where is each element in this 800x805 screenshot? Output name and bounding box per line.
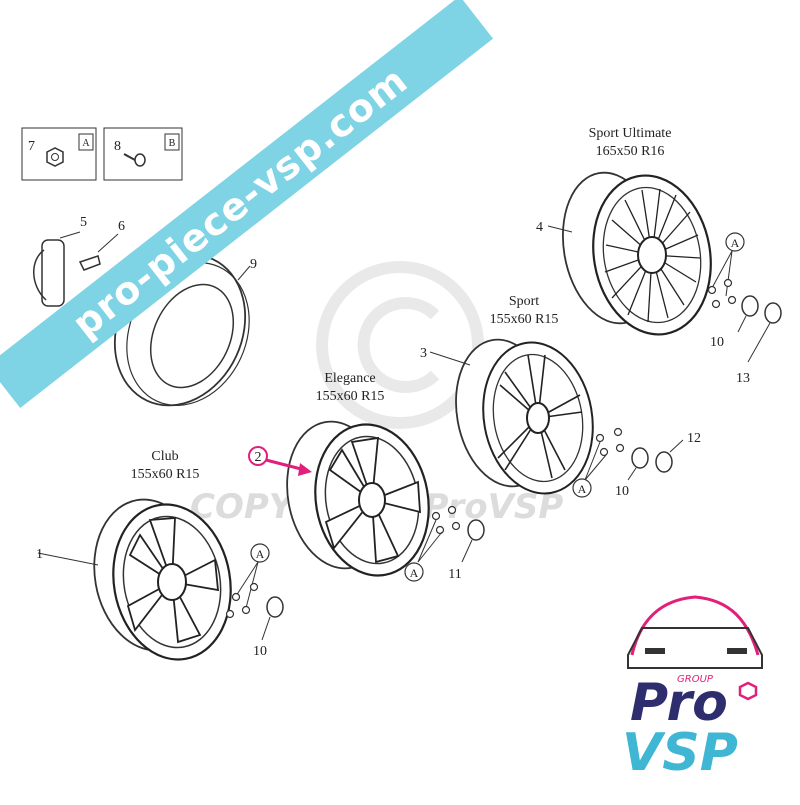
provsp-logo: GROUP Pro VSP xyxy=(622,595,763,783)
wheel-sport: Sport 155x60 R15 3 A 10 12 xyxy=(420,294,701,499)
wheel-ultimate-name: Sport Ultimate xyxy=(589,126,672,141)
wheel-elegance-name: Elegance xyxy=(324,371,375,386)
part-label-13: 13 xyxy=(736,371,750,386)
part-label-11: 11 xyxy=(448,567,461,582)
logo-vsp-text: VSP xyxy=(622,723,738,783)
part-label-3: 3 xyxy=(420,346,427,361)
part-label-5: 5 xyxy=(80,215,87,230)
callout-a-elegance: A xyxy=(410,566,419,580)
bolt-icon xyxy=(134,153,146,167)
callout-a-ultimate: A xyxy=(731,236,740,250)
copyright-watermark xyxy=(316,261,484,429)
part-label-4: 4 xyxy=(536,220,543,235)
box-letter-b: B xyxy=(169,138,176,149)
part-label-2: 2 xyxy=(255,450,262,465)
wheel-club: Club 155x60 R15 1 A 10 xyxy=(36,449,284,661)
logo-pro-text: Pro xyxy=(630,673,728,733)
part-label-12: 12 xyxy=(687,431,701,446)
box-letter-a: A xyxy=(82,138,90,149)
ultimate-cap-icon xyxy=(764,302,782,324)
part-label-8: 8 xyxy=(114,139,121,154)
callout-a-club: A xyxy=(256,547,265,561)
center-cap-icon xyxy=(655,451,673,473)
wheel-sport-name: Sport xyxy=(509,294,539,309)
part-label-9: 9 xyxy=(250,257,257,272)
box-part-7: A 7 xyxy=(21,127,97,181)
wheel-elegance-size: 155x60 R15 xyxy=(316,389,385,404)
wheel-club-name: Club xyxy=(151,449,178,464)
part-label-1: 1 xyxy=(36,547,43,562)
wheel-sport-size: 155x60 R15 xyxy=(490,312,559,327)
part-label-10-sport: 10 xyxy=(615,484,629,499)
clip-part-6: 6 xyxy=(78,219,125,271)
wheel-club-size: 155x60 R15 xyxy=(131,467,200,482)
nut-icon xyxy=(46,147,64,167)
wheel-ultimate-size: 165x50 R16 xyxy=(596,144,665,159)
highlight-arrow xyxy=(265,458,306,472)
wheel-ultimate: Sport Ultimate 165x50 R16 4 A 10 xyxy=(536,126,782,386)
part-label-7: 7 xyxy=(28,139,35,154)
hex-icon xyxy=(738,681,758,701)
car-roof-icon xyxy=(630,595,760,656)
part-label-6: 6 xyxy=(118,219,125,234)
box-part-8: B 8 xyxy=(103,127,183,181)
part-label-10-ultimate: 10 xyxy=(710,335,724,350)
part-label-10-club: 10 xyxy=(253,644,267,659)
callout-a-sport: A xyxy=(578,482,587,496)
wheel-elegance: Elegance 155x60 R15 2 A 11 xyxy=(248,371,485,582)
logo-group-text: GROUP xyxy=(677,674,714,685)
repair-kit-part-5: 5 xyxy=(33,215,87,307)
